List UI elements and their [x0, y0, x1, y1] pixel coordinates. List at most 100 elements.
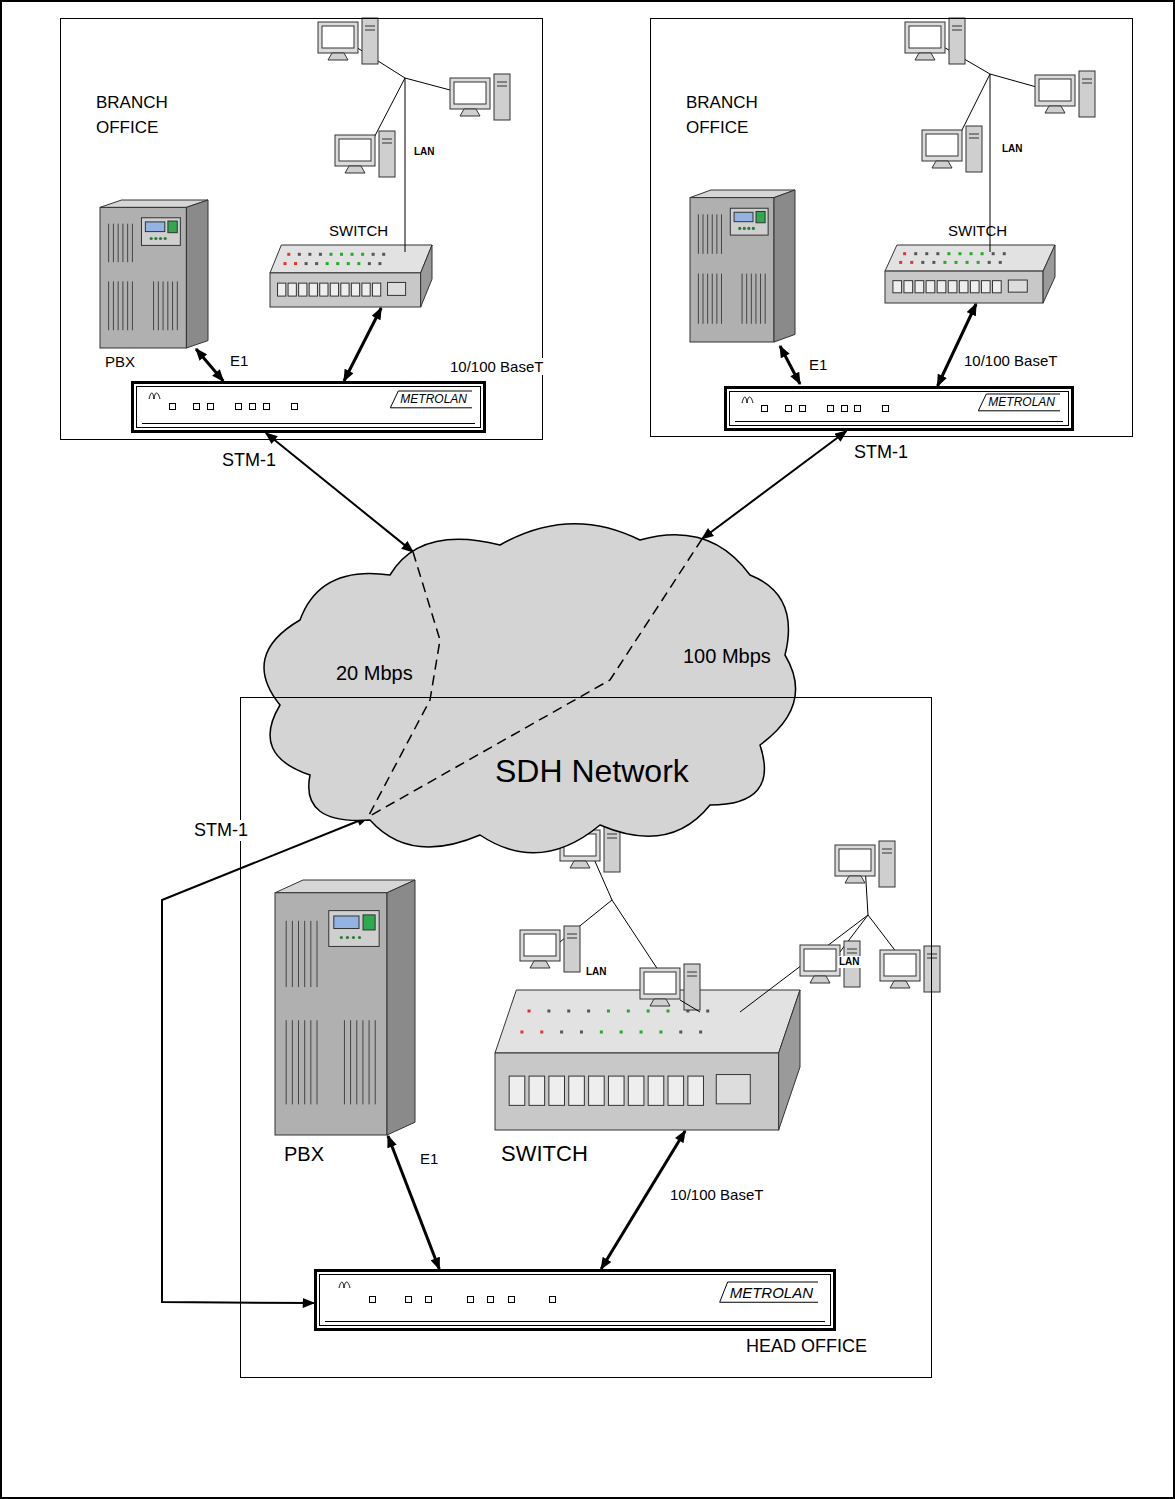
- port-led: [958, 252, 961, 255]
- port-led: [966, 261, 969, 264]
- vent-slot: [153, 281, 154, 330]
- vent-slot: [698, 274, 699, 324]
- rj45-port: [893, 281, 902, 293]
- port-led: [999, 261, 1002, 264]
- status-led: [263, 403, 270, 410]
- lan-cable: [740, 915, 868, 1012]
- pc-icon: [318, 18, 378, 64]
- link-label: STM-1: [192, 820, 250, 841]
- status-led: [405, 1296, 412, 1303]
- vent-slot: [118, 281, 119, 330]
- pc-tower: [564, 926, 580, 972]
- pc-tower: [966, 126, 982, 172]
- vent-slot: [132, 281, 133, 330]
- vent-slot: [369, 1020, 370, 1104]
- vent-slot: [716, 274, 717, 324]
- drive-slot: [687, 976, 697, 977]
- panel-led: [346, 936, 349, 939]
- vent-slot: [751, 274, 752, 324]
- cabinet-front: [100, 207, 186, 348]
- rj45-port: [608, 1076, 624, 1105]
- port-led: [378, 262, 381, 265]
- port-led: [340, 253, 343, 256]
- port-led: [329, 253, 332, 256]
- port-led: [970, 252, 973, 255]
- panel-led: [159, 237, 162, 240]
- port-led: [932, 261, 935, 264]
- logo-stroke: [339, 1282, 350, 1288]
- lan-cable: [680, 1000, 700, 1012]
- panel-led: [150, 237, 153, 240]
- drive-slot: [382, 139, 392, 140]
- lan-cable: [405, 78, 406, 252]
- port-led: [947, 252, 950, 255]
- vent-slot: [118, 224, 119, 262]
- port-led: [943, 261, 946, 264]
- vent-slot: [721, 274, 722, 324]
- vent-slot: [707, 214, 708, 254]
- port-led: [600, 1031, 603, 1034]
- status-led: [169, 403, 176, 410]
- vent-slot: [127, 281, 128, 330]
- rj45-port: [288, 283, 296, 296]
- pc-icon: [922, 126, 982, 172]
- status-led: [785, 405, 792, 412]
- device-label: SWITCH: [948, 222, 1007, 239]
- vent-slot: [721, 214, 722, 254]
- logo-stroke: [149, 393, 160, 399]
- vent-slot: [163, 281, 164, 330]
- monitor: [1035, 75, 1075, 106]
- vent-slot: [356, 1020, 357, 1104]
- rj45-port: [299, 283, 307, 296]
- monitor-stand: [1045, 106, 1065, 113]
- link-label: E1: [228, 352, 250, 369]
- vent-slot: [304, 1020, 305, 1104]
- pc-tower: [604, 826, 620, 872]
- monitor: [335, 135, 375, 166]
- rj45-port: [341, 283, 349, 296]
- port-led: [914, 252, 917, 255]
- panel-led: [340, 936, 343, 939]
- screen: [1039, 79, 1071, 101]
- port-led: [699, 1031, 702, 1034]
- drive-slot: [1082, 79, 1092, 80]
- cabinet-front: [275, 893, 387, 1135]
- monitor-stand: [810, 976, 830, 983]
- pc-icon: [335, 131, 395, 177]
- device-label: PBX: [284, 1143, 324, 1166]
- port-led: [910, 261, 913, 264]
- e1-link: [780, 346, 800, 384]
- front-edge: [735, 421, 1063, 422]
- lan-label: LAN: [1001, 143, 1024, 155]
- pbx-unit: PBX: [101, 201, 209, 349]
- vent-slot: [317, 1020, 318, 1104]
- monitor-stand: [650, 999, 670, 1006]
- status-led: [467, 1296, 474, 1303]
- drive-slot: [567, 934, 577, 935]
- rj45-port: [628, 1076, 644, 1105]
- rj45-port: [351, 283, 359, 296]
- switch-side: [1043, 245, 1055, 303]
- pc-icon: [880, 946, 940, 992]
- vent-slot: [350, 1020, 351, 1104]
- link-label: 10/100 BaseT: [962, 352, 1059, 369]
- pc-tower: [362, 18, 378, 64]
- pc-icon: [905, 18, 965, 64]
- brand-logo: [338, 1279, 352, 1289]
- vent-slot: [122, 224, 123, 262]
- network-name: SDH Network: [495, 753, 689, 790]
- rj45-port: [509, 1076, 525, 1105]
- network-cloud: SDH Network: [240, 505, 800, 880]
- panel-led: [154, 237, 157, 240]
- front-edge: [142, 423, 475, 424]
- screen: [322, 26, 354, 48]
- vent-slot: [716, 214, 717, 254]
- rj45-port: [915, 281, 924, 293]
- vent-slot: [298, 921, 299, 987]
- status-led: [508, 1296, 515, 1303]
- pc-icon: [640, 964, 700, 1010]
- port-led: [659, 1031, 662, 1034]
- monitor-stand: [530, 961, 550, 968]
- drive-slot: [952, 30, 962, 31]
